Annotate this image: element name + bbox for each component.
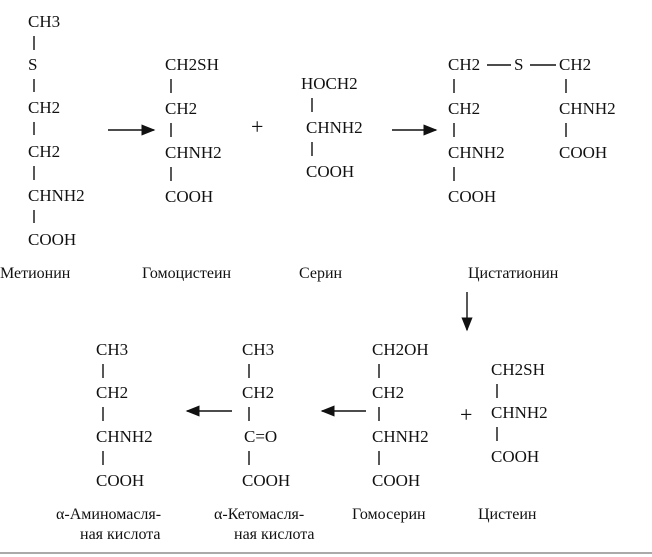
cysteine-structure: CH2SH CHNH2 COOH (491, 360, 548, 466)
aminobutyric-group-1: CH3 (96, 340, 128, 359)
homocysteine-group-3: CHNH2 (165, 143, 222, 162)
cystathionine-sulfur: S (514, 55, 523, 74)
homocysteine-group-4: COOH (165, 187, 213, 206)
serine-group-3: COOH (306, 162, 354, 181)
methionine-group-3: CH2 (28, 98, 60, 117)
aminobutyric-structure: CH3 CH2 CHNH2 COOH (96, 340, 153, 490)
aminobutyric-group-2: CH2 (96, 383, 128, 402)
cystathionine-name: Цистатионин (468, 265, 559, 282)
homoserine-structure: CH2OH CH2 CHNH2 COOH (372, 340, 429, 490)
aminobutyric-name-line-2: ная кислота (80, 526, 161, 543)
methionine-group-1: CH3 (28, 12, 60, 31)
ketobutyric-group-2: CH2 (242, 383, 274, 402)
methionine-group-4: CH2 (28, 142, 60, 161)
homoserine-name: Гомосерин (352, 506, 426, 523)
cystathionine-right-group-2: CHNH2 (559, 99, 616, 118)
methionine-name: Метионин (0, 265, 71, 282)
aminobutyric-name-line-1: α-Аминомасля- (56, 506, 161, 523)
serine-name: Серин (299, 265, 343, 282)
homocysteine-group-2: CH2 (165, 99, 197, 118)
cystathionine-left-group-3: CHNH2 (448, 143, 505, 162)
cysteine-group-3: COOH (491, 447, 539, 466)
homoserine-group-4: COOH (372, 471, 420, 490)
plus-sign: + (251, 114, 263, 139)
serine-group-2: CHNH2 (306, 118, 363, 137)
cysteine-group-2: CHNH2 (491, 403, 548, 422)
homocysteine-structure: CH2SH CH2 CHNH2 COOH (165, 55, 222, 206)
cystathionine-right-group-3: COOH (559, 143, 607, 162)
ketobutyric-group-1: CH3 (242, 340, 274, 359)
ketobutyric-name-line-2: ная кислота (234, 526, 315, 543)
cystathionine-left-group-2: CH2 (448, 99, 480, 118)
cystathionine-left-group-1: CH2 (448, 55, 480, 74)
serine-structure: HOCH2 CHNH2 COOH (301, 74, 363, 181)
cystathionine-right-group-1: CH2 (559, 55, 591, 74)
homocysteine-name: Гомоцистеин (142, 265, 232, 282)
homocysteine-group-1: CH2SH (165, 55, 219, 74)
methionine-group-5: CHNH2 (28, 186, 85, 205)
methionine-group-2: S (28, 55, 37, 74)
cystathionine-structure: CH2 S CH2 CH2 CHNH2 COOH CHNH2 COOH (448, 55, 616, 206)
plus-sign: + (460, 402, 472, 427)
ketobutyric-name-line-1: α-Кетомасля- (214, 506, 304, 523)
ketobutyric-group-3: C=O (244, 427, 277, 446)
aminobutyric-group-4: COOH (96, 471, 144, 490)
aminobutyric-group-3: CHNH2 (96, 427, 153, 446)
homoserine-group-2: CH2 (372, 383, 404, 402)
ketobutyric-group-4: COOH (242, 471, 290, 490)
homoserine-group-1: CH2OH (372, 340, 429, 359)
cysteine-group-1: CH2SH (491, 360, 545, 379)
serine-group-1: HOCH2 (301, 74, 358, 93)
homoserine-group-3: CHNH2 (372, 427, 429, 446)
cystathionine-left-group-4: COOH (448, 187, 496, 206)
ketobutyric-structure: CH3 CH2 C=O COOH (242, 340, 290, 490)
methionine-group-6: COOH (28, 230, 76, 249)
cysteine-name: Цистеин (478, 506, 537, 523)
methionine-structure: CH3 S CH2 CH2 CHNH2 COOH (28, 12, 85, 249)
